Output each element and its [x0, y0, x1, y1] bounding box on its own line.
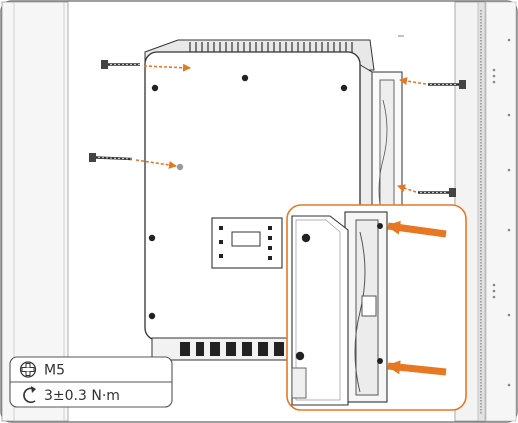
screw-size-label: M5: [44, 363, 65, 379]
bolt-lower-right: [397, 184, 456, 197]
bolt-top-right: [399, 77, 466, 89]
bolt-mid-left: [89, 153, 177, 169]
detail-callout: [286, 204, 467, 411]
bolt-top-left: [101, 60, 191, 72]
torque-label: 3±0.3 N·m: [44, 388, 120, 404]
rotate-arrow-icon: [23, 386, 36, 404]
spec-legend: M5 3±0.3 N·m: [9, 356, 173, 408]
phillips-screw-icon: [19, 361, 37, 378]
